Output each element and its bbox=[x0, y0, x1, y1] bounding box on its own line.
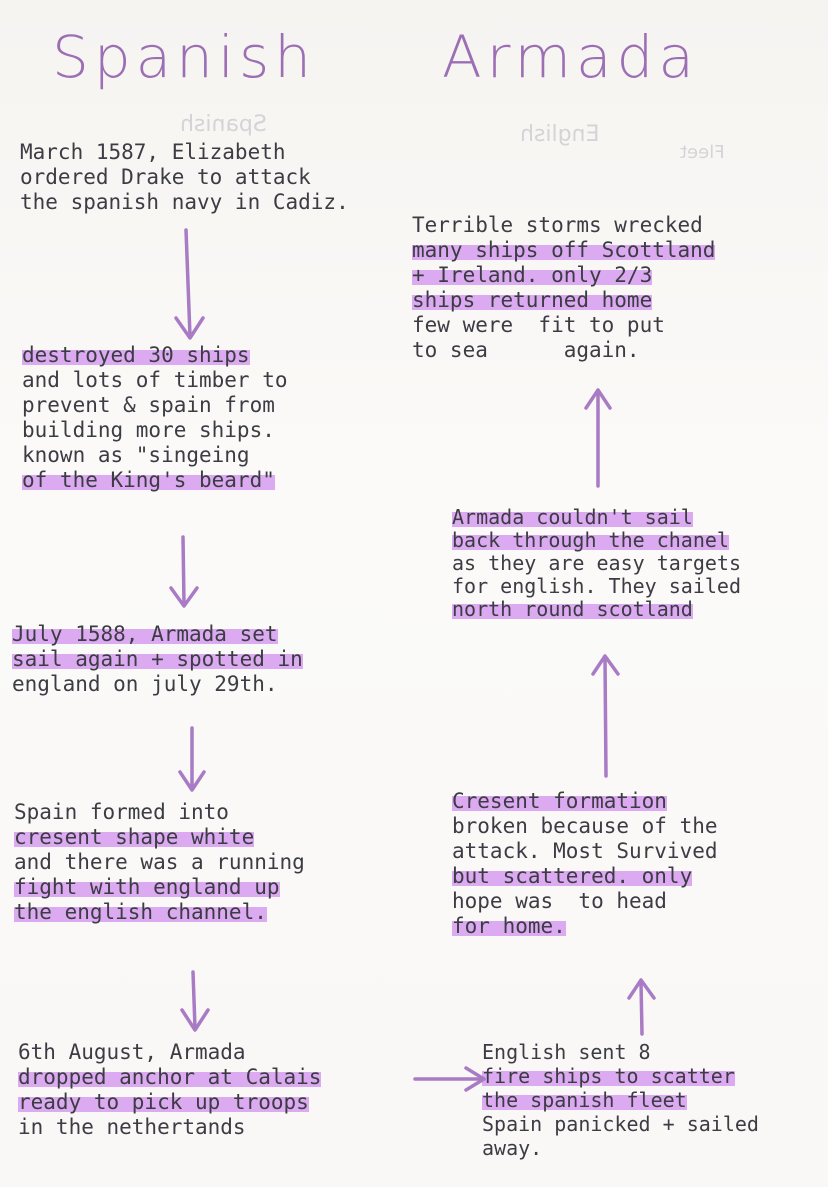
note-drake-attack: March 1587, Elizabeth ordered Drake to a… bbox=[20, 140, 349, 214]
note-formation-broken: Cresent formation broken because of the … bbox=[452, 789, 718, 938]
note-armada-sets-sail: July 1588, Armada set sail again + spott… bbox=[12, 622, 303, 696]
page-title: Spanish Armada bbox=[0, 12, 828, 102]
arrow-up-icon bbox=[627, 978, 656, 1036]
title-word-armada: Armada bbox=[442, 23, 699, 91]
note-sail-round-scotland: Armada couldn't sail back through the ch… bbox=[452, 505, 741, 621]
arrow-down-icon bbox=[174, 228, 205, 340]
arrow-down-icon bbox=[178, 726, 206, 792]
note-cresent-shape: Spain formed into cresent shape white an… bbox=[14, 800, 305, 924]
title-word-spanish: Spanish bbox=[52, 23, 317, 91]
arrow-down-icon bbox=[169, 535, 199, 608]
arrow-up-icon bbox=[584, 388, 612, 488]
note-storms: Terrible storms wrecked many ships off S… bbox=[412, 213, 716, 362]
note-singeing-beard: destroyed 30 ships and lots of timber to… bbox=[22, 343, 288, 492]
arrow-up-icon bbox=[591, 654, 620, 778]
arrow-down-icon bbox=[180, 970, 210, 1032]
note-fire-ships: English sent 8 fire ships to scatter the… bbox=[482, 1040, 759, 1160]
arrow-right-icon bbox=[413, 1066, 486, 1092]
note-anchor-calais: 6th August, Armada dropped anchor at Cal… bbox=[18, 1040, 322, 1139]
